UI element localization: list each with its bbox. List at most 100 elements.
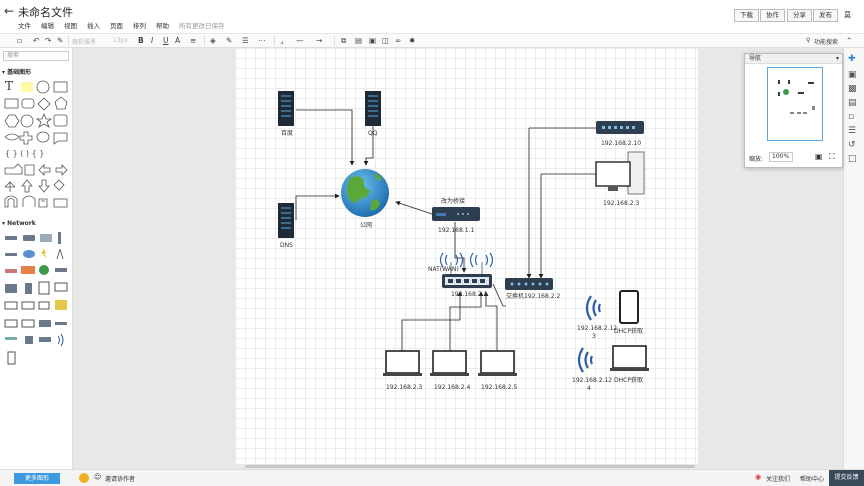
internet-globe-icon[interactable] bbox=[341, 169, 389, 217]
phone-icon[interactable] bbox=[619, 290, 639, 324]
invite-collaborators[interactable]: 邀请协作者 bbox=[105, 476, 136, 483]
feature-search[interactable]: 功能搜索 bbox=[814, 39, 839, 46]
undo-icon[interactable]: ↶ bbox=[33, 36, 40, 45]
section-network[interactable]: ▾ Network bbox=[2, 220, 36, 227]
attribute-icon[interactable]: ☰ bbox=[848, 126, 857, 136]
fullscreen-icon[interactable]: ⛶ bbox=[829, 152, 835, 161]
line-color-icon[interactable]: ✎ bbox=[226, 36, 233, 45]
link-icon[interactable]: ∞ bbox=[395, 36, 402, 45]
main-router-icon[interactable] bbox=[442, 274, 492, 288]
weibo-icon[interactable]: ◉ bbox=[755, 473, 762, 481]
comment-icon[interactable]: □ bbox=[848, 154, 857, 164]
font-family-select[interactable]: 微软雅黑 bbox=[72, 39, 97, 46]
bridge-router-icon[interactable] bbox=[432, 207, 480, 221]
shape-search-input[interactable]: 搜索 bbox=[3, 51, 69, 61]
menu-edit[interactable]: 编辑 bbox=[41, 22, 54, 30]
laptop-icon-1[interactable] bbox=[383, 350, 422, 376]
section-network-label: Network bbox=[7, 220, 36, 227]
pentagon-shape bbox=[54, 96, 68, 110]
font-size-select[interactable]: 13px bbox=[113, 37, 128, 44]
follow-us-link[interactable]: 关注我们 bbox=[766, 476, 791, 483]
user-menu[interactable]: 莫 bbox=[844, 11, 851, 19]
line-style-icon[interactable]: ⋯ bbox=[258, 36, 266, 45]
style-icon[interactable]: ▩ bbox=[848, 84, 857, 94]
label-bridge-ip: 192.168.1.1 bbox=[438, 227, 474, 234]
wifi-signal-icons bbox=[439, 252, 494, 268]
feedback-button[interactable]: 提交反馈 bbox=[829, 470, 864, 486]
arrange-front-icon[interactable]: ⧉ bbox=[341, 36, 347, 45]
doc-shape bbox=[24, 164, 35, 176]
underline-button[interactable]: U bbox=[163, 36, 169, 45]
arrange-back-icon[interactable]: ▤ bbox=[355, 36, 363, 45]
page-icon[interactable]: ▤ bbox=[848, 98, 857, 108]
server-icon-qq[interactable] bbox=[365, 91, 381, 126]
laptop-icon-3[interactable] bbox=[478, 350, 517, 376]
navigator-minimap bbox=[778, 80, 815, 114]
invite-user-icon[interactable]: ☺ bbox=[94, 473, 102, 481]
zoom-input[interactable]: 100% bbox=[769, 152, 793, 162]
avatar[interactable] bbox=[79, 473, 89, 483]
format-painter-icon[interactable]: ▫ bbox=[17, 36, 23, 45]
help-center-link[interactable]: 帮助中心 bbox=[800, 476, 825, 483]
router-antennas bbox=[450, 262, 483, 275]
document-icon[interactable]: ▫ bbox=[848, 112, 855, 122]
arch-shape bbox=[22, 195, 36, 207]
arrow-end-icon[interactable]: → bbox=[316, 36, 323, 45]
section-basic-shapes[interactable]: ▾ 基础图形 bbox=[2, 69, 32, 76]
more-shapes-button[interactable]: 更多图形 bbox=[14, 473, 60, 484]
italic-button[interactable]: I bbox=[151, 36, 154, 45]
navigator-close-icon[interactable]: ▾ bbox=[836, 55, 840, 62]
search-feature-icon[interactable]: ⚲ bbox=[806, 37, 811, 44]
server-icon-dns[interactable] bbox=[278, 203, 294, 238]
redo-icon[interactable]: ↷ bbox=[45, 36, 52, 45]
tools-icon[interactable]: ✸ bbox=[409, 36, 416, 45]
label-laptop-1: 192.168.2.3 bbox=[386, 384, 422, 391]
header: ← 未命名文件 文件 编辑 视图 插入 页面 排列 帮助 所有更改已保存 下载 … bbox=[0, 0, 864, 33]
switch-top-icon[interactable] bbox=[596, 121, 644, 134]
menu-view[interactable]: 视图 bbox=[64, 22, 77, 30]
menu-help[interactable]: 帮助 bbox=[156, 22, 169, 30]
network-printer-shape bbox=[5, 284, 17, 293]
star-shape bbox=[35, 112, 53, 128]
align-icon[interactable]: ≡ bbox=[190, 36, 197, 45]
collaborate-button[interactable]: 协作 bbox=[760, 9, 785, 22]
laptop-icon-dhcp[interactable] bbox=[610, 345, 649, 371]
history-icon[interactable]: ↺ bbox=[848, 140, 856, 150]
network-wifi-shape bbox=[57, 333, 64, 347]
connector-icon[interactable]: ⌟ bbox=[280, 36, 284, 45]
switch-icon[interactable] bbox=[505, 278, 553, 290]
label-laptop-dhcp-ip-2: 4 bbox=[587, 385, 591, 392]
navigator-icon[interactable]: ✚ bbox=[848, 54, 856, 64]
line-width-icon[interactable]: ☰ bbox=[242, 36, 249, 45]
collapse-up-icon[interactable]: ⌃ bbox=[846, 36, 853, 45]
bold-button[interactable]: B bbox=[138, 36, 144, 45]
download-button[interactable]: 下载 bbox=[734, 9, 759, 22]
navigator-thumbnail[interactable] bbox=[767, 67, 823, 141]
horizontal-scrollbar[interactable] bbox=[245, 465, 695, 468]
cloud-shape bbox=[4, 133, 20, 141]
menu-file[interactable]: 文件 bbox=[18, 22, 31, 30]
lock-icon[interactable]: ▣ bbox=[369, 36, 377, 45]
menu-page[interactable]: 页面 bbox=[110, 22, 123, 30]
server-icon-baidu[interactable] bbox=[278, 91, 294, 126]
fit-page-icon[interactable]: ▣ bbox=[815, 152, 823, 161]
image-icon[interactable]: ▣ bbox=[848, 70, 857, 80]
document-title[interactable]: 未命名文件 bbox=[18, 6, 73, 19]
laptop-icon-2[interactable] bbox=[430, 350, 469, 376]
menu-arrange[interactable]: 排列 bbox=[133, 22, 146, 30]
basic-shapes-grid[interactable]: T { } ( ) { } bbox=[3, 79, 71, 261]
arrow-start-icon[interactable]: — bbox=[296, 36, 304, 45]
back-arrow-icon[interactable]: ← bbox=[4, 4, 15, 18]
diagram-page[interactable] bbox=[235, 48, 698, 464]
group-icon[interactable]: ◫ bbox=[382, 36, 390, 45]
brush-icon[interactable]: ✎ bbox=[57, 36, 64, 45]
menu-insert[interactable]: 插入 bbox=[87, 22, 100, 30]
network-hub-shape bbox=[23, 235, 35, 241]
fill-color-icon[interactable]: ◈ bbox=[210, 36, 216, 45]
desktop-computer-icon[interactable] bbox=[595, 151, 645, 195]
publish-button[interactable]: 发布 bbox=[813, 9, 838, 22]
share-button[interactable]: 分享 bbox=[787, 9, 812, 22]
font-color-button[interactable]: A bbox=[175, 36, 181, 45]
network-shapes-grid[interactable] bbox=[3, 232, 71, 412]
